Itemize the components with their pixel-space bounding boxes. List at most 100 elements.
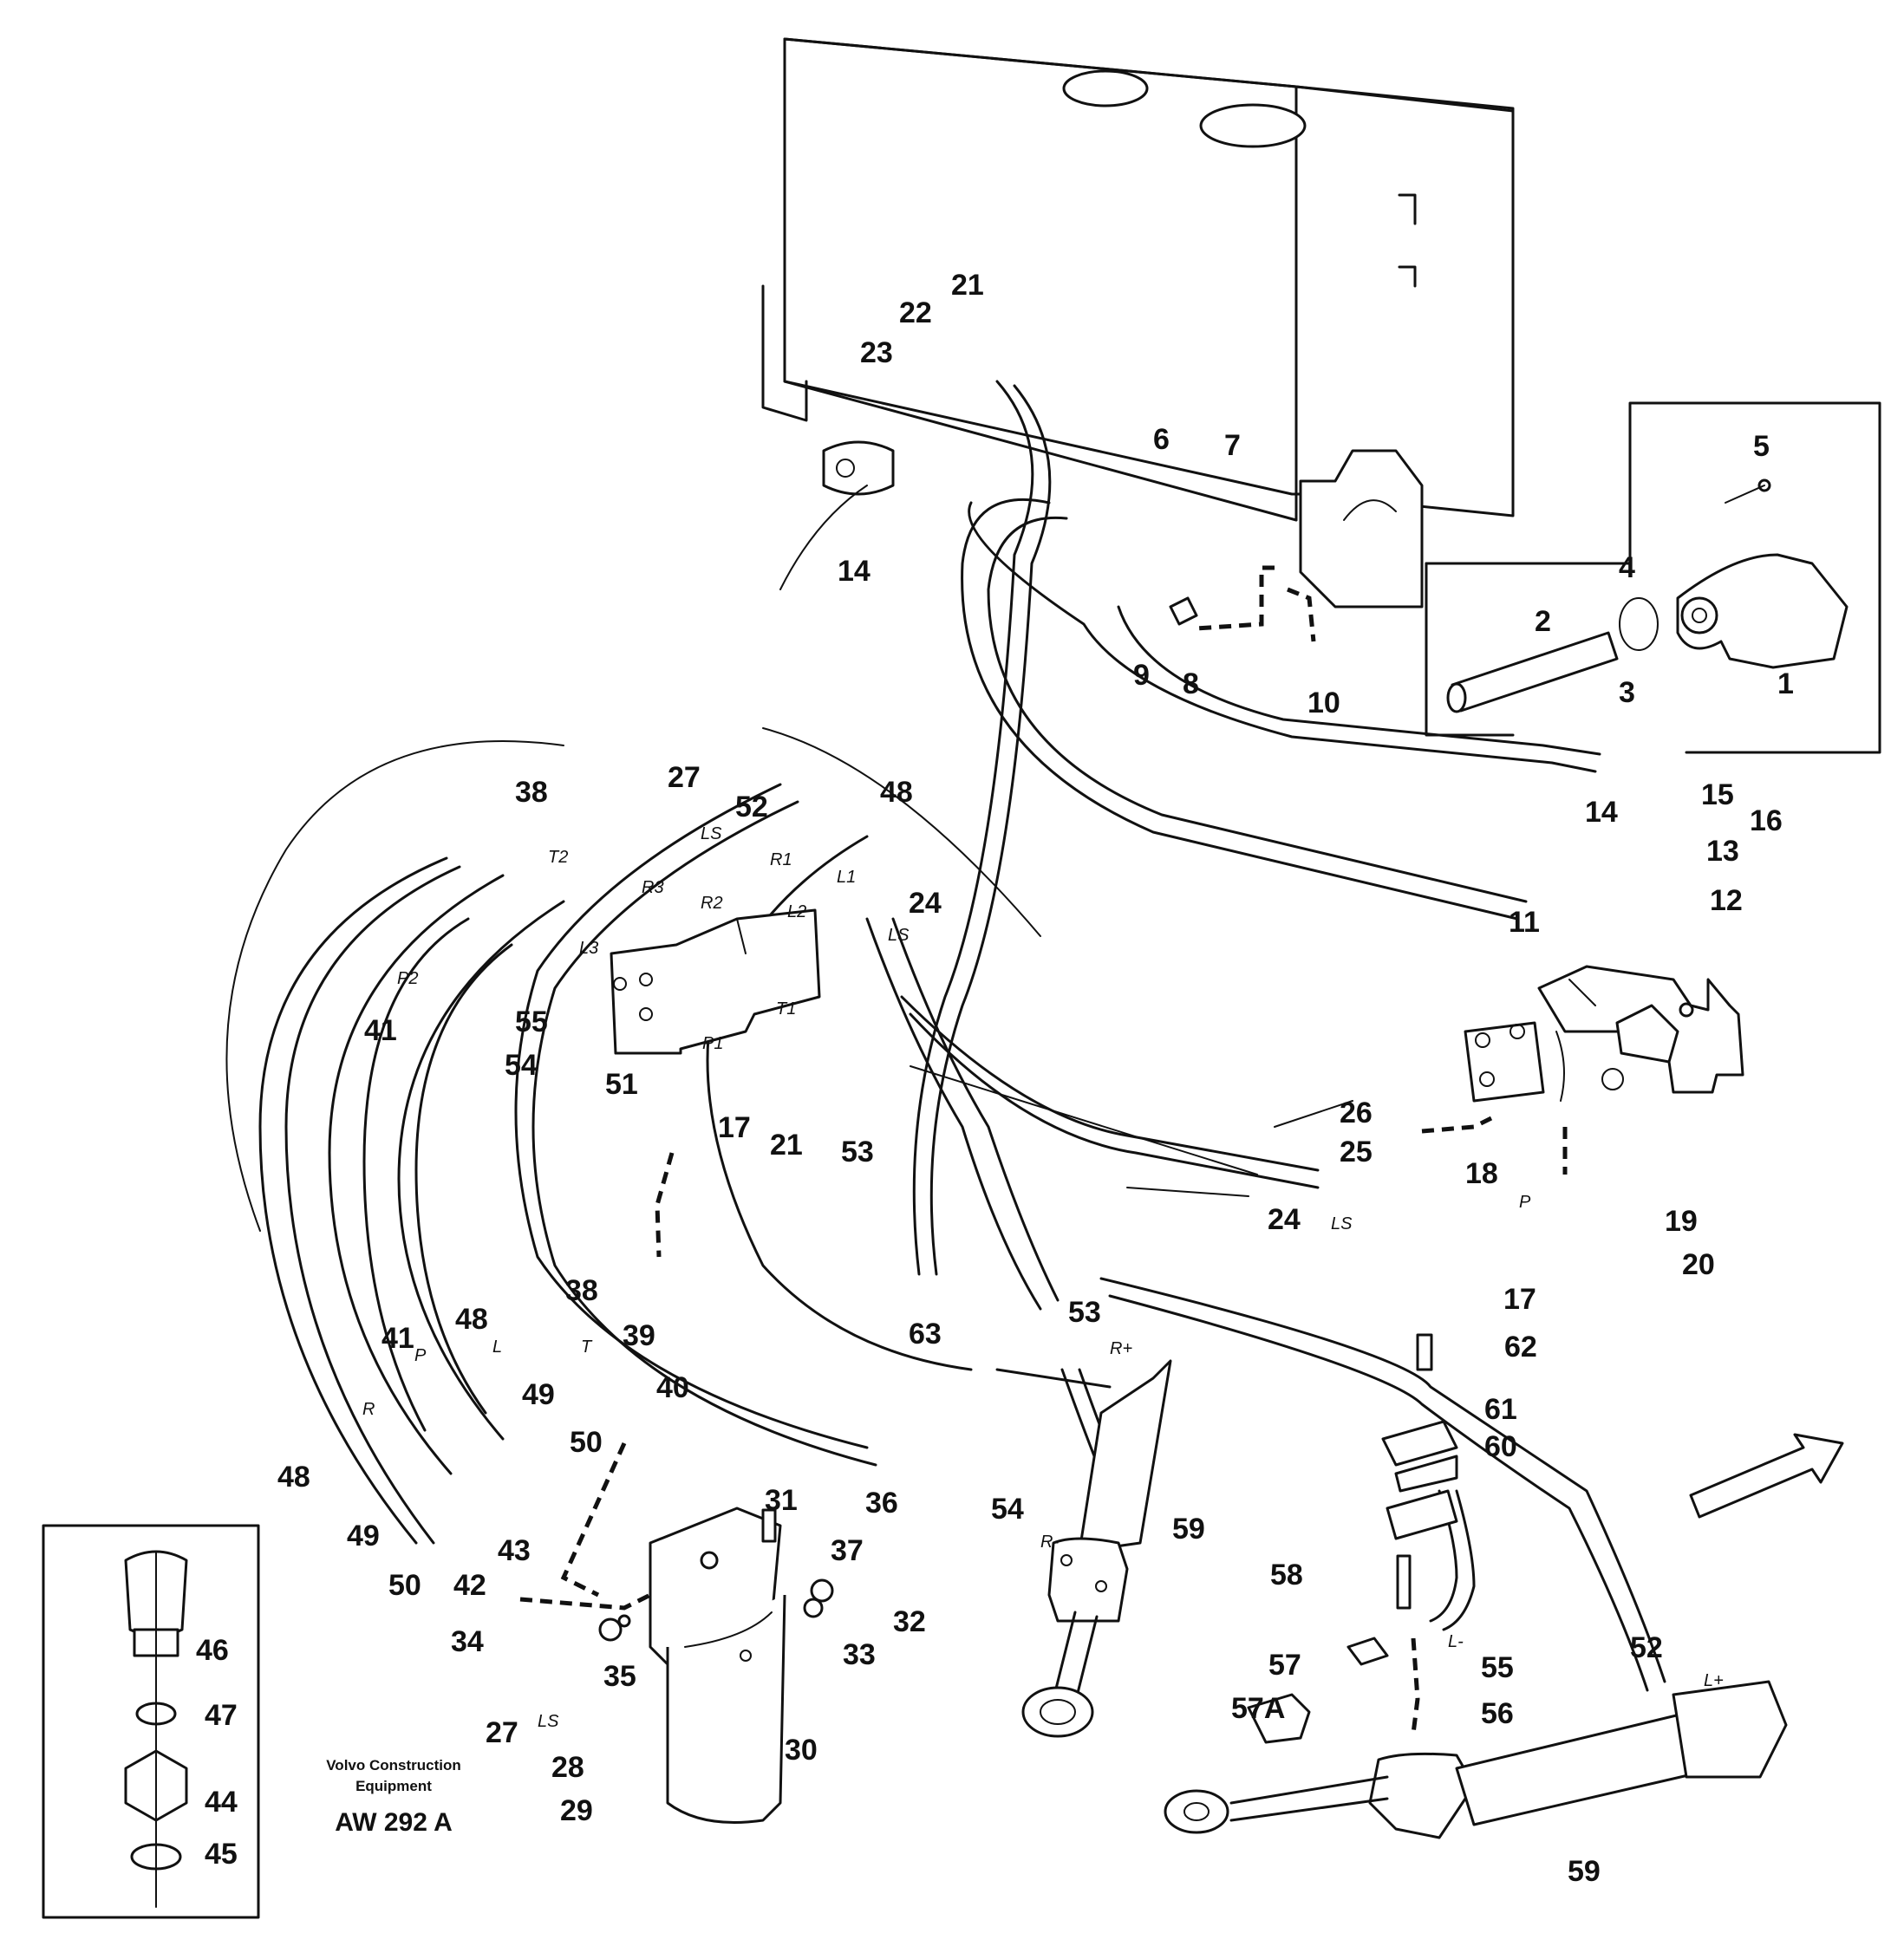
callout-14b: 14 bbox=[1585, 796, 1618, 829]
callout-41a: 41 bbox=[364, 1014, 397, 1047]
right-steering-cylinder bbox=[1164, 1680, 1788, 1839]
callout-9: 9 bbox=[1133, 659, 1150, 692]
callout-53b: 53 bbox=[1068, 1296, 1101, 1329]
callout-60: 60 bbox=[1484, 1430, 1517, 1463]
callout-48a: 48 bbox=[880, 776, 913, 809]
callout-52b: 52 bbox=[1630, 1631, 1663, 1664]
callout-62: 62 bbox=[1504, 1331, 1537, 1364]
callout-56: 56 bbox=[1481, 1697, 1514, 1730]
port-r-plus: R+ bbox=[1110, 1339, 1132, 1358]
port-l: L bbox=[492, 1337, 502, 1357]
callout-38b: 38 bbox=[565, 1274, 598, 1307]
callout-labels: 1 2 3 4 5 6 7 8 9 10 11 12 13 14 14 15 1… bbox=[196, 269, 1794, 1888]
callout-53a: 53 bbox=[841, 1136, 874, 1168]
callout-55b: 55 bbox=[1481, 1651, 1514, 1684]
callout-49a: 49 bbox=[522, 1378, 555, 1411]
port-t2: T2 bbox=[548, 848, 568, 867]
callout-61: 61 bbox=[1484, 1393, 1517, 1426]
callout-59a: 59 bbox=[1172, 1513, 1205, 1546]
port-ls-a: LS bbox=[701, 824, 722, 843]
callout-57: 57 bbox=[1268, 1649, 1301, 1682]
callout-50a: 50 bbox=[570, 1426, 603, 1459]
callout-33: 33 bbox=[843, 1638, 876, 1671]
port-r2: R2 bbox=[701, 894, 723, 913]
filter-housing bbox=[598, 1507, 834, 1824]
callout-42: 42 bbox=[453, 1569, 486, 1602]
callout-16: 16 bbox=[1750, 804, 1783, 837]
callout-21b: 21 bbox=[770, 1129, 803, 1162]
hoses bbox=[225, 380, 1666, 1692]
callout-17a: 17 bbox=[718, 1111, 751, 1144]
connector-detail-inset bbox=[42, 1524, 260, 1919]
port-ls-b: LS bbox=[888, 926, 910, 945]
callout-48c: 48 bbox=[277, 1461, 310, 1494]
callout-48b: 48 bbox=[455, 1303, 488, 1336]
callout-2: 2 bbox=[1535, 605, 1551, 638]
port-p2: P2 bbox=[397, 969, 418, 988]
callout-32: 32 bbox=[893, 1605, 926, 1638]
callout-19: 19 bbox=[1665, 1205, 1698, 1238]
callout-41b: 41 bbox=[381, 1322, 414, 1355]
port-l-plus: L+ bbox=[1704, 1671, 1724, 1690]
control-valve-block bbox=[610, 908, 821, 1055]
callout-6: 6 bbox=[1153, 423, 1170, 456]
hydraulic-pump bbox=[1464, 965, 1744, 1103]
callout-43: 43 bbox=[498, 1534, 531, 1567]
callout-44: 44 bbox=[205, 1786, 238, 1819]
port-l2: L2 bbox=[787, 902, 806, 921]
drawing-code: AW 292 A bbox=[335, 1808, 453, 1837]
callout-23: 23 bbox=[860, 336, 893, 369]
callout-5: 5 bbox=[1753, 430, 1770, 463]
callout-7: 7 bbox=[1224, 429, 1241, 462]
callout-27b: 27 bbox=[486, 1716, 518, 1749]
callout-3: 3 bbox=[1619, 676, 1635, 709]
hydraulic-tank bbox=[761, 37, 1515, 609]
callout-18: 18 bbox=[1465, 1157, 1498, 1190]
port-l-minus: L- bbox=[1448, 1632, 1464, 1651]
callout-47: 47 bbox=[205, 1699, 238, 1732]
callout-40: 40 bbox=[656, 1371, 689, 1404]
callout-4: 4 bbox=[1619, 551, 1635, 584]
port-p-b: P bbox=[414, 1346, 427, 1365]
port-t1: T1 bbox=[776, 999, 796, 1019]
callout-46: 46 bbox=[196, 1634, 229, 1667]
callout-55a: 55 bbox=[515, 1006, 548, 1038]
callout-31: 31 bbox=[765, 1484, 798, 1517]
callout-51: 51 bbox=[605, 1068, 638, 1101]
pump-shaft-inset bbox=[1425, 401, 1881, 754]
callout-29: 29 bbox=[560, 1794, 593, 1827]
callout-13: 13 bbox=[1706, 835, 1739, 868]
port-r-minus: R- bbox=[1040, 1533, 1059, 1552]
dashed-leaders bbox=[519, 565, 1568, 1734]
port-r1: R1 bbox=[770, 850, 792, 869]
callout-1: 1 bbox=[1777, 667, 1794, 700]
credit-line-2: Equipment bbox=[355, 1778, 432, 1794]
callout-54b: 54 bbox=[991, 1493, 1024, 1526]
callout-38a: 38 bbox=[515, 776, 548, 809]
left-steering-cylinder bbox=[1021, 1359, 1172, 1738]
port-labels: T2 R3 R2 R1 L1 L2 L3 LS LS LS LS P1 T1 P… bbox=[362, 824, 1724, 1731]
callout-21a: 21 bbox=[951, 269, 984, 302]
callout-35: 35 bbox=[603, 1660, 636, 1693]
callout-30: 30 bbox=[785, 1734, 818, 1767]
callout-28: 28 bbox=[551, 1751, 584, 1784]
port-l3: L3 bbox=[579, 939, 598, 958]
callout-39: 39 bbox=[623, 1319, 655, 1352]
port-t: T bbox=[581, 1337, 593, 1357]
port-l1: L1 bbox=[837, 868, 856, 887]
callout-59b: 59 bbox=[1568, 1855, 1601, 1888]
callout-50b: 50 bbox=[388, 1569, 421, 1602]
callout-34: 34 bbox=[451, 1625, 484, 1658]
callout-45: 45 bbox=[205, 1838, 238, 1871]
callout-22: 22 bbox=[899, 296, 932, 329]
callout-24b: 24 bbox=[1268, 1203, 1301, 1236]
credit-line-1: Volvo Construction bbox=[326, 1757, 461, 1774]
callout-12: 12 bbox=[1710, 884, 1743, 917]
callout-36: 36 bbox=[865, 1487, 898, 1520]
callout-8: 8 bbox=[1183, 667, 1199, 700]
callout-11: 11 bbox=[1509, 906, 1540, 939]
callout-24a: 24 bbox=[909, 887, 942, 920]
callout-20: 20 bbox=[1682, 1248, 1715, 1281]
callout-10: 10 bbox=[1307, 687, 1340, 719]
